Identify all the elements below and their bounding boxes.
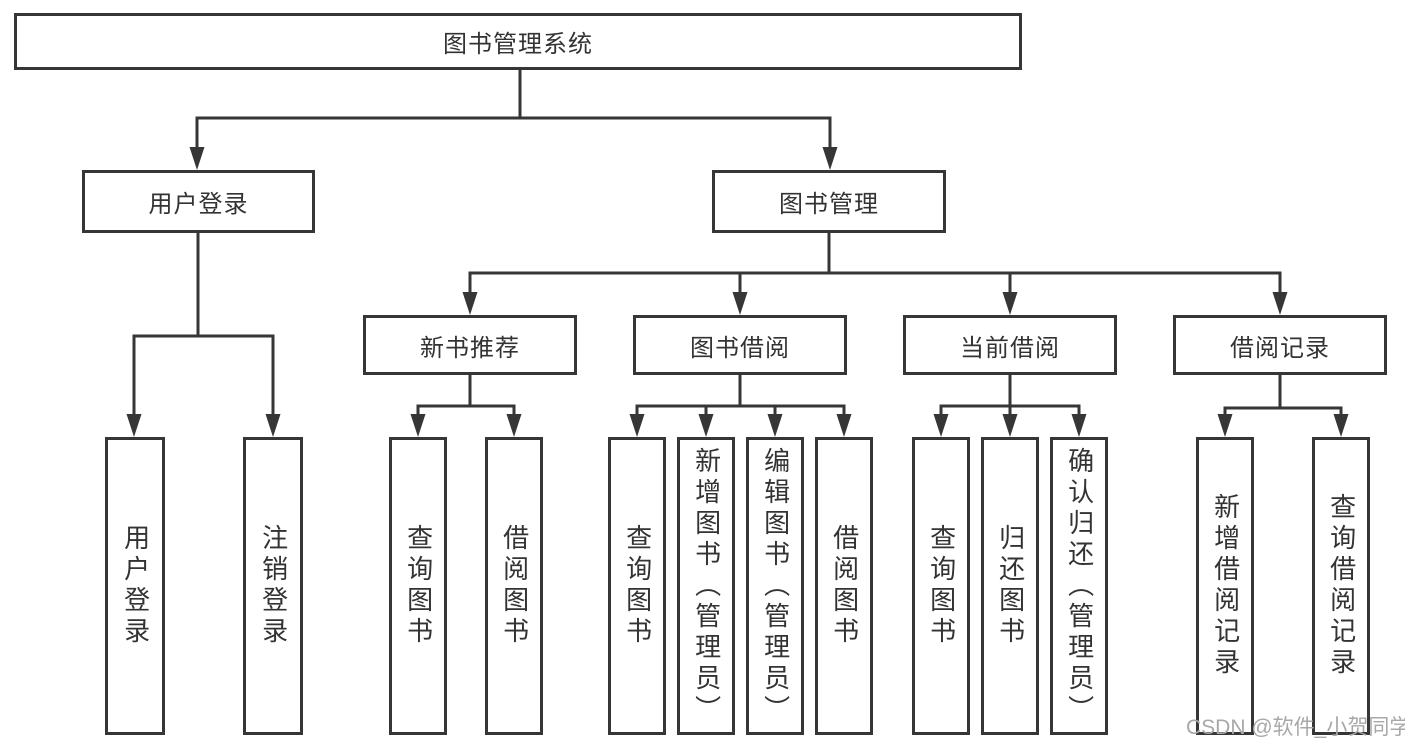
node-book-borrowing: 图书借阅 [633, 315, 847, 375]
leaf-user-login: 用户登录 [105, 437, 165, 735]
node-label: 新书推荐 [420, 334, 520, 362]
leaf-query-book-borrow: 查询图书 [608, 437, 666, 735]
node-current-borrowing: 当前借阅 [903, 315, 1117, 375]
leaf-borrow-book-recommend: 借阅图书 [485, 437, 543, 735]
leaf-logout-login: 注销登录 [243, 437, 303, 735]
node-label: 编辑图书（管理员） [760, 446, 791, 726]
leaf-borrow-book: 借阅图书 [815, 437, 873, 735]
leaf-query-book-current: 查询图书 [912, 437, 970, 735]
node-label: 借阅记录 [1230, 334, 1330, 362]
node-label: 用户登录 [120, 524, 151, 648]
node-label: 注销登录 [258, 524, 289, 648]
leaf-confirm-return-admin: 确认归还（管理员） [1050, 437, 1108, 735]
node-label: 查询图书 [926, 524, 957, 648]
arrowheads [126, 147, 1349, 437]
node-borrowing-records: 借阅记录 [1173, 315, 1387, 375]
node-label: 归还图书 [995, 524, 1026, 648]
connector-borrow-record-to-children [1223, 373, 1343, 419]
node-label: 查询借阅记录 [1326, 493, 1357, 679]
node-label: 确认归还（管理员） [1064, 446, 1095, 726]
node-label: 图书管理系统 [443, 31, 593, 58]
node-label: 当前借阅 [960, 334, 1060, 362]
node-label: 查询图书 [403, 524, 434, 648]
connector-user-login-to-children [132, 231, 275, 419]
node-new-book-recommendation: 新书推荐 [363, 315, 577, 375]
connector-book-management-to-level3 [468, 231, 1282, 297]
node-label: 图书管理 [779, 191, 879, 218]
node-label: 借阅图书 [829, 524, 860, 648]
leaf-add-borrow-record: 新增借阅记录 [1196, 437, 1254, 735]
csdn-watermark: CSDN @软件_小贺同学 [1186, 716, 1405, 739]
connector-root-to-level2 [195, 68, 832, 152]
node-label: 借阅图书 [499, 524, 530, 648]
leaf-query-borrow-record: 查询借阅记录 [1312, 437, 1370, 735]
node-book-management: 图书管理 [712, 170, 946, 233]
leaf-edit-book-admin: 编辑图书（管理员） [746, 437, 804, 735]
leaf-return-book: 归还图书 [981, 437, 1039, 735]
node-label: 查询图书 [622, 524, 653, 648]
connector-book-borrow-to-children [635, 373, 846, 419]
node-library-management-system: 图书管理系统 [14, 13, 1022, 70]
node-label: 用户登录 [148, 191, 249, 218]
node-label: 新增图书（管理员） [691, 446, 722, 726]
node-label: 图书借阅 [690, 334, 790, 362]
node-label: 新增借阅记录 [1210, 493, 1241, 679]
connector-new-book-to-children [416, 373, 516, 419]
connector-current-borrow-to-children [939, 373, 1081, 419]
leaf-query-book-recommend: 查询图书 [389, 437, 447, 735]
node-user-login: 用户登录 [82, 170, 315, 233]
leaf-add-book-admin: 新增图书（管理员） [677, 437, 735, 735]
